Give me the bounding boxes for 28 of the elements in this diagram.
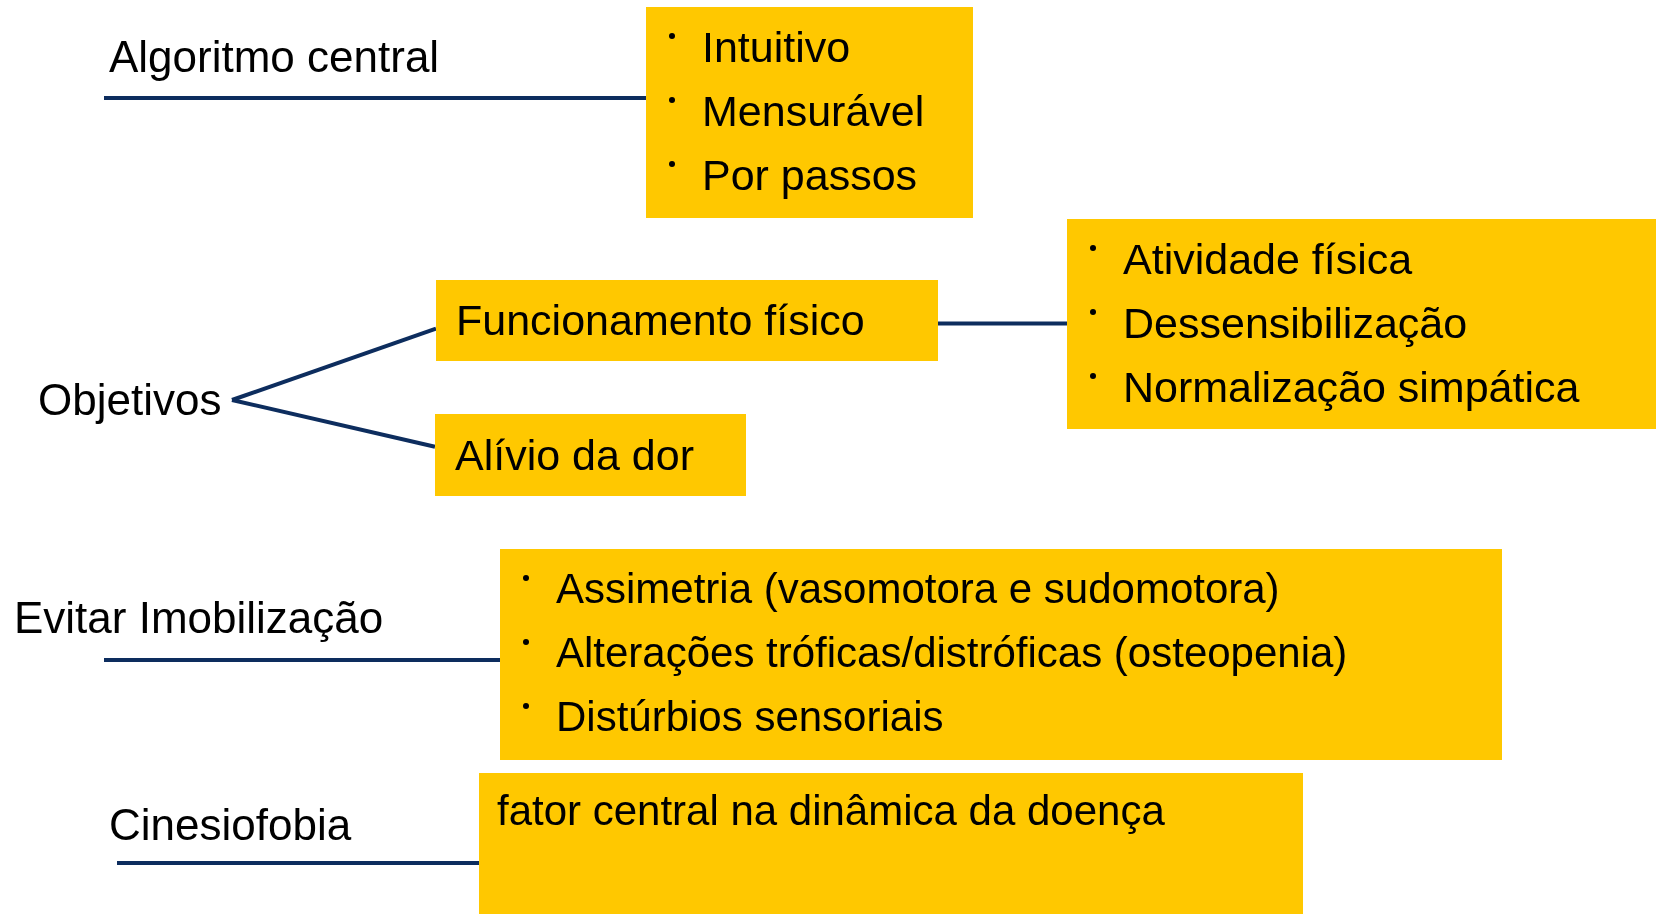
heading-text: Evitar Imobilização	[14, 593, 385, 643]
list-item: Distúrbios sensoriais	[556, 693, 944, 741]
text-box	[1067, 219, 1656, 429]
connector-line	[104, 658, 500, 662]
list-item: Mensurável	[702, 86, 925, 136]
text-box	[500, 549, 1502, 760]
list-item: Normalização simpática	[1123, 362, 1580, 412]
list-item: Intuitivo	[702, 22, 851, 72]
connector-line	[117, 861, 479, 865]
connector-line	[938, 321, 1067, 326]
list-item: Assimetria (vasomotora e sudomotora)	[556, 565, 1280, 613]
text-box	[479, 773, 1303, 914]
description-text: fator central na dinâmica da doença	[497, 787, 1165, 835]
text-box	[436, 280, 938, 361]
connector-line	[104, 96, 646, 100]
text-box	[435, 414, 746, 496]
heading-text: Objetivos	[38, 375, 223, 425]
heading-text: Algoritmo central	[109, 32, 441, 82]
connector-line	[231, 398, 436, 449]
list-item: Atividade física	[1123, 234, 1413, 284]
text-box	[646, 7, 973, 218]
list-item: Dessensibilização	[1123, 298, 1468, 348]
connector-line	[231, 326, 437, 402]
list-item: Por passos	[702, 150, 918, 200]
list-item: Alterações tróficas/distróficas (osteopenia)	[556, 629, 1348, 677]
heading-text: Cinesiofobia	[109, 800, 353, 850]
label-text: Funcionamento físico	[456, 296, 865, 345]
label-text: Alívio da dor	[455, 430, 695, 480]
